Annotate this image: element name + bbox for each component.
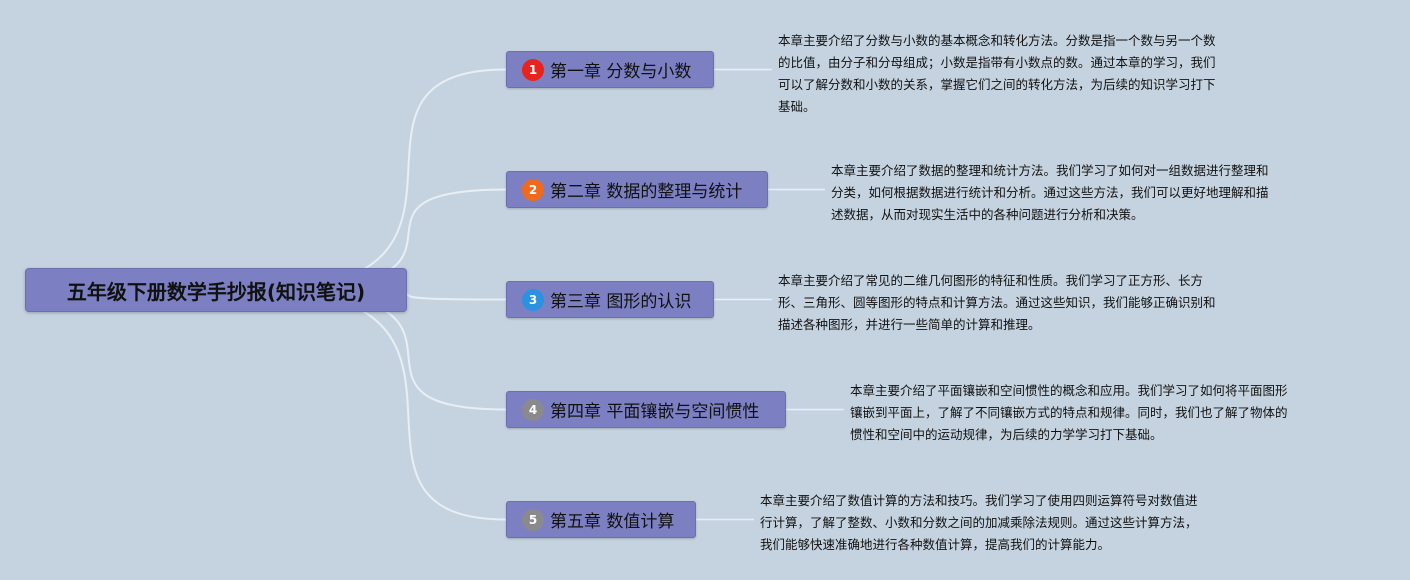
chapter-1-node[interactable]: 1 第一章 分数与小数 [506, 51, 714, 88]
chapter-4-description: 本章主要介绍了平面镶嵌和空间惯性的概念和应用。我们学习了如何将平面图形 镶嵌到平… [850, 383, 1288, 442]
chapter-2-node[interactable]: 2 第二章 数据的整理与统计 [506, 171, 768, 208]
chapter-2-number: 2 [528, 182, 538, 197]
chapter-4-label: 第四章 平面镶嵌与空间惯性 [550, 402, 760, 422]
chapter-2-label: 第二章 数据的整理与统计 [550, 182, 743, 202]
chapter-5-description: 本章主要介绍了数值计算的方法和技巧。我们学习了使用四则运算符号对数值进 行计算，… [760, 493, 1198, 552]
chapter-5-number-badge: 5 [522, 508, 544, 531]
chapter-1-number-badge: 1 [522, 58, 544, 81]
chapter-5-label: 第五章 数值计算 [550, 512, 675, 532]
chapter-3-label: 第三章 图形的认识 [550, 292, 692, 312]
chapter-2-description: 本章主要介绍了数据的整理和统计方法。我们学习了如何对一组数据进行整理和 分类，如… [831, 163, 1269, 222]
chapter-5-node[interactable]: 5 第五章 数值计算 [506, 501, 696, 538]
chapter-4-number: 4 [528, 402, 538, 417]
chapter-1-description: 本章主要介绍了分数与小数的基本概念和转化方法。分数是指一个数与另一个数 的比值，… [778, 33, 1216, 114]
connector-root-to-chapter-1 [256, 68, 507, 291]
chapter-2-number-badge: 2 [522, 178, 544, 201]
connector-root-to-chapter-5 [256, 289, 507, 521]
chapter-5-number: 5 [528, 512, 538, 527]
root-topic-title: 五年级下册数学手抄报(知识笔记) [66, 279, 366, 304]
chapter-4-node[interactable]: 4 第四章 平面镶嵌与空间惯性 [506, 391, 786, 428]
chapter-3-node[interactable]: 3 第三章 图形的认识 [506, 281, 714, 318]
chapter-3-number-badge: 3 [522, 288, 544, 311]
chapter-3-description: 本章主要介绍了常见的二维几何图形的特征和性质。我们学习了正方形、长方 形、三角形… [778, 273, 1216, 332]
chapter-1-number: 1 [528, 62, 538, 77]
root-topic[interactable]: 五年级下册数学手抄报(知识笔记) [25, 268, 407, 312]
chapter-4-number-badge: 4 [522, 398, 544, 421]
chapter-3-number: 3 [528, 292, 538, 307]
chapter-1-label: 第一章 分数与小数 [550, 62, 692, 82]
